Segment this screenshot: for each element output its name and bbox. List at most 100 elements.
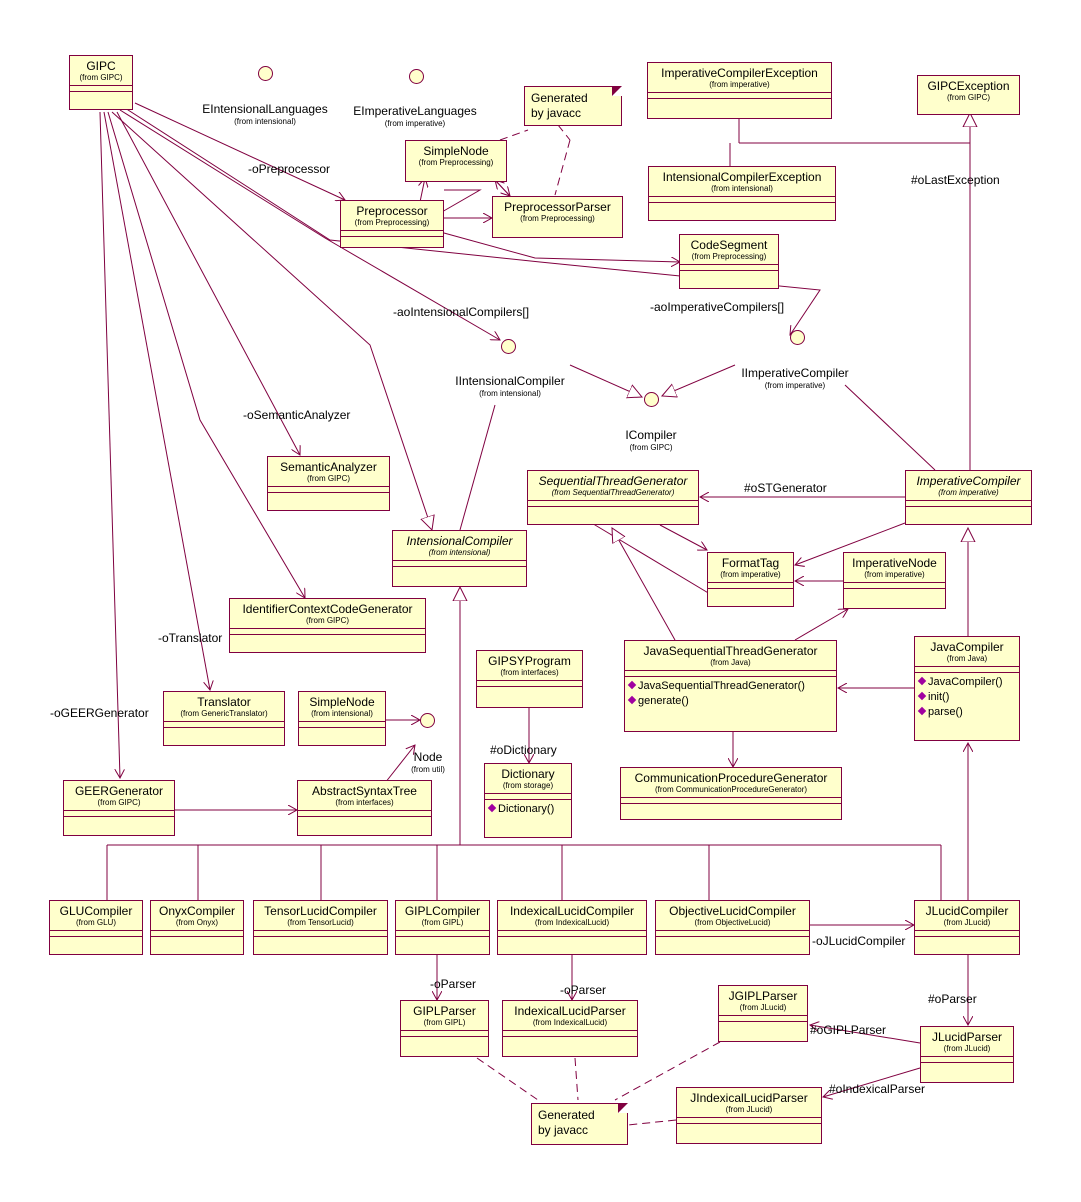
class-translator[interactable]: Translator(from GenericTranslator) [163, 691, 285, 746]
class-package: (from TensorLucid) [287, 918, 354, 927]
class-name: JavaSequentialThreadGenerator [643, 644, 818, 658]
class-jlucid-compiler[interactable]: JLucidCompiler(from JLucid) [914, 900, 1020, 955]
class-format-tag[interactable]: FormatTag(from imperative) [707, 552, 794, 607]
class-simple-node-preprocessing[interactable]: SimpleNode(from Preprocessing) [405, 140, 507, 182]
class-abstract-syntax-tree[interactable]: AbstractSyntaxTree(from interfaces) [297, 780, 432, 836]
icompiler-label: ICompiler (from GIPC) [606, 428, 696, 453]
interface-package: (from intensional) [479, 389, 541, 398]
class-package: (from imperative) [864, 570, 925, 579]
class-semantic-analyzer[interactable]: SemanticAnalyzer(from GIPC) [267, 456, 390, 511]
public-operation-icon [627, 695, 637, 705]
class-package: (from storage) [502, 781, 554, 790]
class-name: JIndexicalLucidParser [690, 1091, 808, 1105]
class-preprocessor-parser[interactable]: PreprocessorParser(from Preprocessing) [492, 196, 623, 238]
class-dictionary[interactable]: Dictionary(from storage) Dictionary() [484, 763, 572, 838]
class-indexical-lucid-compiler[interactable]: IndexicalLucidCompiler(from IndexicalLuc… [497, 900, 647, 955]
class-glu-compiler[interactable]: GLUCompiler(from GLU) [49, 900, 143, 955]
class-name: ObjectiveLucidCompiler [669, 904, 796, 918]
class-imperative-node[interactable]: ImperativeNode(from imperative) [843, 552, 946, 609]
class-package: (from Preprocessing) [418, 158, 494, 167]
class-intensional-compiler[interactable]: IntensionalCompiler(from intensional) [392, 530, 527, 587]
iintensional-compiler-interface-icon [501, 339, 516, 354]
role-o-indexical-parser: #oIndexicalParser [829, 1082, 926, 1096]
class-name: IdentifierContextCodeGenerator [242, 602, 413, 616]
class-gipc[interactable]: GIPC(from GIPC) [69, 55, 133, 110]
role-o-translator: -oTranslator [158, 631, 223, 645]
class-package: (from Java) [710, 658, 751, 667]
interface-name: EIntensionalLanguages [202, 102, 328, 116]
class-identifier-context-code-generator[interactable]: IdentifierContextCodeGenerator(from GIPC… [229, 598, 426, 653]
class-jindexical-lucid-parser[interactable]: JIndexicalLucidParser(from JLucid) [676, 1087, 822, 1144]
role-o-dictionary: #oDictionary [490, 743, 557, 757]
role-o-parser-gipl: -oParser [430, 977, 477, 991]
class-name: GIPSYProgram [488, 654, 571, 668]
class-communication-procedure-generator[interactable]: CommunicationProcedureGenerator(from Com… [620, 767, 842, 820]
interface-name: Node [413, 750, 443, 764]
class-jlucid-parser[interactable]: JLucidParser(from JLucid) [920, 1026, 1014, 1083]
class-name: SimpleNode [423, 144, 489, 158]
class-package: (from Preprocessing) [520, 214, 595, 223]
class-package: (from GLU) [76, 918, 116, 927]
class-gipl-parser[interactable]: GIPLParser(from GIPL) [400, 1000, 489, 1057]
generated-by-javacc-note-top: Generated by javacc [524, 86, 622, 126]
interface-package: (from intensional) [234, 117, 296, 126]
class-package: (from Java) [946, 654, 988, 663]
operation: Dictionary() [487, 802, 567, 817]
public-operation-icon [917, 676, 927, 686]
operation: init() [917, 690, 1015, 705]
class-package: (from IndexicalLucid) [534, 918, 610, 927]
operation: JavaSequentialThreadGenerator() [627, 679, 832, 694]
class-java-sequential-thread-generator[interactable]: JavaSequentialThreadGenerator(from Java)… [624, 640, 837, 732]
class-name: FormatTag [721, 556, 780, 570]
class-package: (from imperative) [709, 80, 770, 89]
interface-package: (from imperative) [764, 381, 826, 390]
iimperative-compiler-label: IImperativeCompiler (from imperative) [730, 366, 860, 391]
interface-package: (from GIPC) [629, 443, 673, 452]
class-objective-lucid-compiler[interactable]: ObjectiveLucidCompiler(from ObjectiveLuc… [655, 900, 810, 955]
class-name: JLucidParser [931, 1030, 1003, 1044]
class-imperative-compiler[interactable]: ImperativeCompiler(from imperative) [905, 470, 1032, 525]
class-package: (from GIPC) [97, 798, 141, 807]
class-jgipl-parser[interactable]: JGIPLParser(from JLucid) [718, 985, 808, 1042]
class-code-segment[interactable]: CodeSegment(from Preprocessing) [679, 234, 779, 289]
class-intensional-compiler-exception[interactable]: IntensionalCompilerException(from intens… [648, 166, 836, 221]
interface-name: ICompiler [625, 428, 677, 442]
class-name: AbstractSyntaxTree [312, 784, 417, 798]
class-name: SequentialThreadGenerator [538, 474, 688, 488]
class-imperative-compiler-exception[interactable]: ImperativeCompilerException(from imperat… [647, 62, 832, 119]
operation-label: parse() [928, 706, 963, 718]
class-package: (from Onyx) [175, 918, 219, 927]
class-gipl-compiler[interactable]: GIPLCompiler(from GIPL) [395, 900, 490, 955]
class-gipc-exception[interactable]: GIPCException(from GIPC) [917, 75, 1020, 115]
class-name: Preprocessor [356, 204, 428, 218]
interface-package: (from imperative) [384, 119, 446, 128]
class-java-compiler[interactable]: JavaCompiler(from Java) JavaCompiler() i… [914, 636, 1020, 741]
class-gipsy-program[interactable]: GIPSYProgram(from interfaces) [476, 650, 583, 708]
class-package: (from imperative) [938, 488, 999, 497]
class-indexical-lucid-parser[interactable]: IndexicalLucidParser(from IndexicalLucid… [502, 1000, 638, 1057]
class-package: (from Preprocessing) [691, 252, 767, 261]
node-interface-icon [420, 713, 435, 728]
role-o-last-exception: #oLastException [911, 173, 1000, 187]
operation: generate() [627, 694, 832, 709]
iimperative-compiler-interface-icon [790, 330, 805, 345]
class-simple-node-intensional[interactable]: SimpleNode(from intensional) [298, 691, 386, 746]
role-o-st-generator: #oSTGenerator [744, 481, 827, 495]
class-package: (from GIPL) [423, 1018, 466, 1027]
class-onyx-compiler[interactable]: OnyxCompiler(from Onyx) [150, 900, 244, 955]
class-name: IndexicalLucidCompiler [509, 904, 635, 918]
class-tensor-lucid-compiler[interactable]: TensorLucidCompiler(from TensorLucid) [253, 900, 388, 955]
public-operation-icon [917, 691, 927, 701]
class-geer-generator[interactable]: GEERGenerator(from GIPC) [63, 780, 175, 836]
eimperative-languages-interface-icon [409, 69, 424, 84]
class-name: JGIPLParser [728, 989, 798, 1003]
interface-package: (from util) [411, 765, 445, 774]
note-line: Generated [538, 1108, 595, 1122]
class-sequential-thread-generator[interactable]: SequentialThreadGenerator(from Sequentia… [527, 470, 699, 525]
class-name: GLUCompiler [59, 904, 133, 918]
eintensional-languages-label: EIntensionalLanguages (from intensional) [190, 102, 340, 127]
class-preprocessor[interactable]: Preprocessor(from Preprocessing) [340, 200, 444, 248]
interface-name: IIntensionalCompiler [455, 374, 565, 388]
class-package: (from GIPL) [421, 918, 464, 927]
